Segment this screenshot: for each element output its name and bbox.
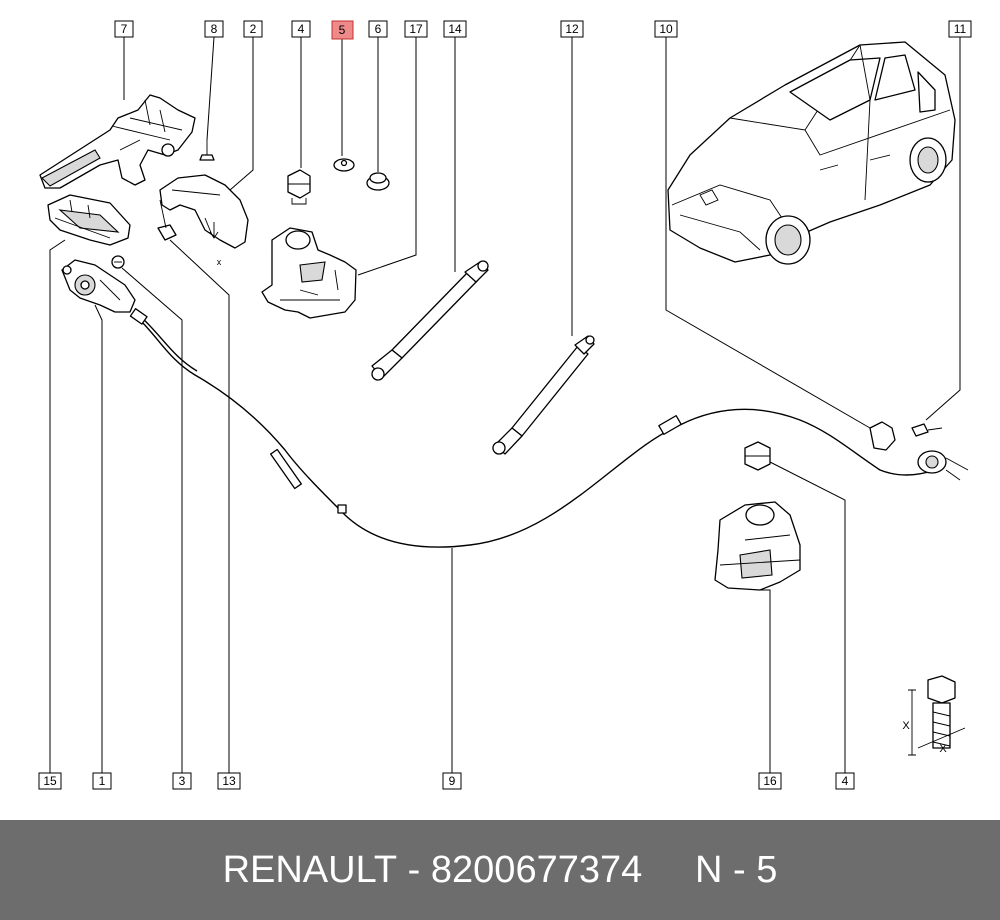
svg-text:7: 7 <box>121 22 128 36</box>
callout-2: 2 <box>243 20 263 38</box>
callout-4-lower: 4 <box>835 772 855 790</box>
callout-3: 3 <box>172 772 192 790</box>
callout-16: 16 <box>758 772 782 790</box>
svg-text:9: 9 <box>449 774 456 788</box>
svg-text:15: 15 <box>43 774 57 788</box>
svg-text:13: 13 <box>222 774 236 788</box>
svg-text:10: 10 <box>659 22 673 36</box>
lock-bracket-16 <box>714 501 801 591</box>
callout-15: 15 <box>38 772 62 790</box>
footer-ref: N - 5 <box>695 848 778 891</box>
callout-1: 1 <box>92 772 112 790</box>
callout-5-highlighted: 5 <box>331 20 354 40</box>
svg-text:1: 1 <box>99 774 106 788</box>
release-cable <box>139 319 936 548</box>
cover-panel: x <box>159 174 249 267</box>
svg-text:6: 6 <box>375 22 382 36</box>
callout-10: 10 <box>654 20 678 38</box>
x-label: x <box>217 257 222 267</box>
gas-strut-12 <box>492 335 595 455</box>
x-dim-left: X <box>902 720 910 732</box>
svg-text:4: 4 <box>842 774 849 788</box>
release-lever <box>61 259 136 313</box>
footer-bar: RENAULT - 8200677374 N - 5 <box>0 820 1000 920</box>
callout-7: 7 <box>114 20 134 38</box>
callout-6: 6 <box>368 20 388 38</box>
callout-14: 14 <box>443 20 467 38</box>
hood-release-handle <box>39 94 196 189</box>
screw-3 <box>111 255 125 269</box>
x-dim-right: X <box>939 743 947 755</box>
gas-strut-14 <box>371 260 489 381</box>
svg-text:5: 5 <box>339 23 346 37</box>
washer-5 <box>333 158 355 172</box>
footer-separator: - <box>397 848 431 891</box>
svg-text:4: 4 <box>298 22 305 36</box>
handle-housing <box>47 194 131 246</box>
parts-diagram: x <box>38 20 972 790</box>
footer-part-number: 8200677374 <box>430 848 643 891</box>
callout-8: 8 <box>204 20 224 38</box>
car-overview-illustration <box>667 41 956 265</box>
svg-text:11: 11 <box>954 22 967 36</box>
screw-8 <box>199 140 215 161</box>
cable-end-fitting <box>658 415 682 435</box>
clip-13 <box>157 199 177 241</box>
bolt-dimension-figure: X X <box>902 675 966 756</box>
leader-lines <box>49 36 961 773</box>
svg-text:3: 3 <box>179 774 186 788</box>
cable-sleeve <box>270 448 302 490</box>
footer-gap <box>642 849 695 892</box>
svg-text:17: 17 <box>409 22 423 36</box>
callout-12: 12 <box>560 20 584 38</box>
svg-text:14: 14 <box>448 22 462 36</box>
hood-lock-17 <box>261 227 357 319</box>
grommet-6 <box>366 172 390 191</box>
callout-4: 4 <box>291 20 311 38</box>
safety-catch-10 <box>869 421 969 481</box>
footer-brand: RENAULT <box>222 848 398 891</box>
svg-text:2: 2 <box>250 22 257 36</box>
callout-13: 13 <box>217 772 241 790</box>
callout-11: 11 <box>948 20 972 38</box>
bushing-4-top <box>287 169 311 205</box>
svg-text:12: 12 <box>565 22 579 36</box>
callout-9: 9 <box>442 772 462 790</box>
screw-11 <box>911 423 943 437</box>
svg-text:8: 8 <box>211 22 218 36</box>
svg-text:16: 16 <box>763 774 777 788</box>
callout-17: 17 <box>404 20 428 38</box>
bushing-4-lower <box>744 441 771 471</box>
